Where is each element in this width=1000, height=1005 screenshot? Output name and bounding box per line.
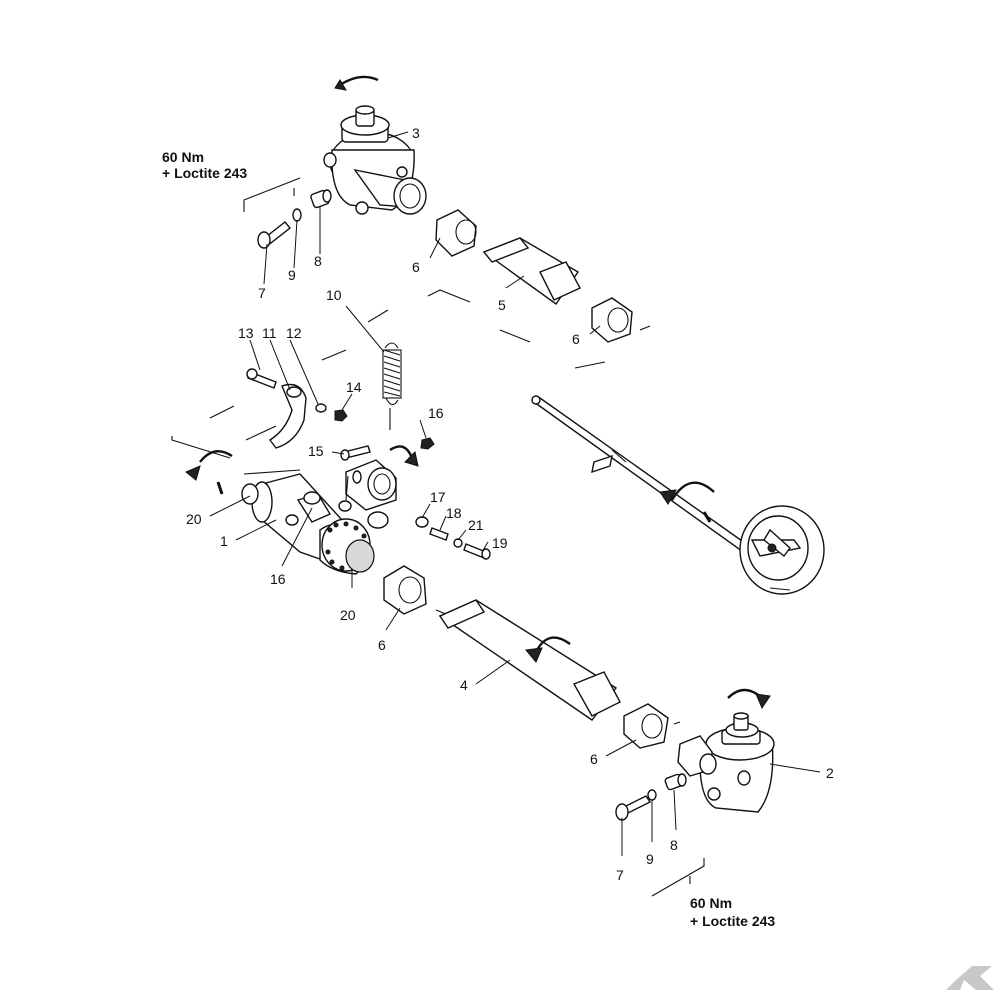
callout-9-bottom: 9 — [646, 851, 654, 867]
callout-9-top: 9 — [288, 267, 296, 283]
coupler-6-right — [591, 297, 633, 343]
washer-21 — [453, 538, 463, 548]
stirrer-shaft — [531, 395, 825, 595]
rotation-arrow-icon — [185, 450, 233, 495]
washer-9-bottom — [647, 789, 657, 801]
shaft-4 — [438, 599, 621, 721]
bolt-13 — [246, 368, 277, 389]
spring-10 — [382, 342, 402, 406]
callout-6-center: 6 — [378, 637, 386, 653]
logo-mark — [946, 966, 994, 990]
gearbox-top — [323, 105, 427, 215]
callout-10: 10 — [326, 287, 342, 303]
callout-13: 13 — [238, 325, 254, 341]
nut-16-right — [420, 437, 435, 450]
washer-17 — [415, 516, 429, 528]
callout-18: 18 — [446, 505, 462, 521]
callout-7-top: 7 — [258, 285, 266, 301]
coupler-6-center — [383, 565, 427, 615]
shaft-5 — [482, 237, 581, 305]
bolt-7-top — [257, 221, 291, 249]
rotation-arrow-icon — [334, 75, 379, 91]
callout-14: 14 — [346, 379, 362, 395]
callout-5: 5 — [498, 297, 506, 313]
callout-12: 12 — [286, 325, 302, 341]
callout-6-lower: 6 — [590, 751, 598, 767]
callout-3: 3 — [412, 125, 420, 141]
rotation-arrow-icon — [525, 636, 571, 663]
bolt-19 — [463, 543, 491, 560]
rotation-arrow-icon — [727, 688, 771, 710]
torque-top-line1: 60 Nm — [162, 149, 204, 165]
sleeve-8-top — [310, 189, 332, 209]
callout-19: 19 — [492, 535, 508, 551]
callout-7-bottom: 7 — [616, 867, 624, 883]
callout-20-left: 20 — [186, 511, 202, 527]
bolt-7-bottom — [615, 795, 652, 821]
callout-16-left: 16 — [270, 571, 286, 587]
bolt-15 — [340, 445, 371, 461]
washer-12 — [315, 403, 327, 413]
nut-14 — [334, 409, 348, 422]
callout-8-bottom: 8 — [670, 837, 678, 853]
rotation-arrow-icon — [659, 481, 715, 523]
washer-9-top — [292, 208, 302, 222]
callout-21: 21 — [468, 517, 484, 533]
callout-20-bottom: 20 — [340, 607, 356, 623]
gearbox-bottom — [677, 712, 775, 813]
callout-6-top: 6 — [412, 259, 420, 275]
bracket-11 — [268, 383, 307, 449]
callout-4: 4 — [460, 677, 468, 693]
coupler-6-top — [435, 209, 477, 257]
callout-6-right: 6 — [572, 331, 580, 347]
callout-2: 2 — [826, 765, 834, 781]
torque-bottom-line2: + Loctite 243 — [690, 913, 775, 929]
torque-bottom-line1: 60 Nm — [690, 895, 732, 911]
callout-15: 15 — [308, 443, 324, 459]
torque-top-line2: + Loctite 243 — [162, 165, 247, 181]
callout-11: 11 — [262, 325, 277, 341]
coupler-6-lower — [623, 703, 669, 749]
callout-17: 17 — [430, 489, 446, 505]
gearbox-center — [241, 459, 397, 575]
rotation-arrow-icon — [389, 445, 419, 467]
pin-18 — [429, 527, 449, 541]
callout-8-top: 8 — [314, 253, 322, 269]
callout-1: 1 — [220, 533, 228, 549]
sleeve-8-bottom — [664, 773, 687, 791]
callout-16-right: 16 — [428, 405, 444, 421]
